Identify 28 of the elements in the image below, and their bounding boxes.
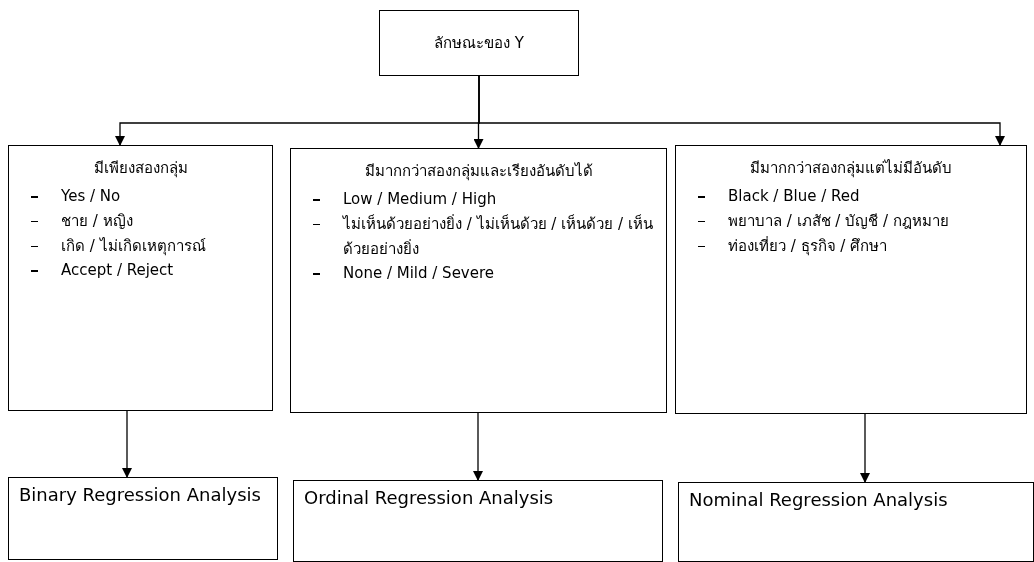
arrow <box>473 412 483 481</box>
method-label: Ordinal Regression Analysis <box>303 486 555 510</box>
method-box <box>293 480 663 562</box>
method-label: Binary Regression Analysis <box>18 483 262 507</box>
arrow <box>122 410 132 478</box>
category-box <box>290 148 667 413</box>
method-label: Nominal Regression Analysis <box>688 488 949 512</box>
example-item: ชาย / หญิง <box>9 208 272 234</box>
example-item: Accept / Reject <box>9 258 272 283</box>
category-heading: มีเพียงสองกลุ่ม <box>92 158 189 180</box>
example-item: Yes / No <box>9 184 272 209</box>
category-heading: มีมากกว่าสองกลุ่มและเรียงอันดับได้ <box>363 161 594 183</box>
arrow <box>860 413 870 483</box>
example-item: ไม่เห็นด้วยอย่างยิ่ง / ไม่เห็นด้วย / เห็นด้วย / เห็นด้วยอย่างยิ่ง <box>291 211 666 262</box>
category-heading: มีมากกว่าสองกลุ่มแต่ไม่มีอันดับ <box>749 158 953 180</box>
category-box <box>8 145 273 411</box>
method-box <box>8 477 278 560</box>
example-item: Black / Blue / Red <box>676 184 1026 209</box>
method-box <box>678 482 1034 562</box>
root-box <box>379 10 579 76</box>
root-label: ลักษณะของ Y <box>434 33 524 54</box>
example-item: None / Mild / Severe <box>291 261 666 286</box>
example-item: ท่องเที่ยว / ธุรกิจ / ศึกษา <box>676 233 1026 259</box>
arrow <box>478 75 1005 146</box>
example-item: Low / Medium / High <box>291 187 666 212</box>
category-box <box>675 145 1027 414</box>
example-item: เกิด / ไม่เกิดเหตุการณ์ <box>9 233 272 259</box>
example-item: พยาบาล / เภสัช / บัญชี / กฎหมาย <box>676 208 1026 234</box>
